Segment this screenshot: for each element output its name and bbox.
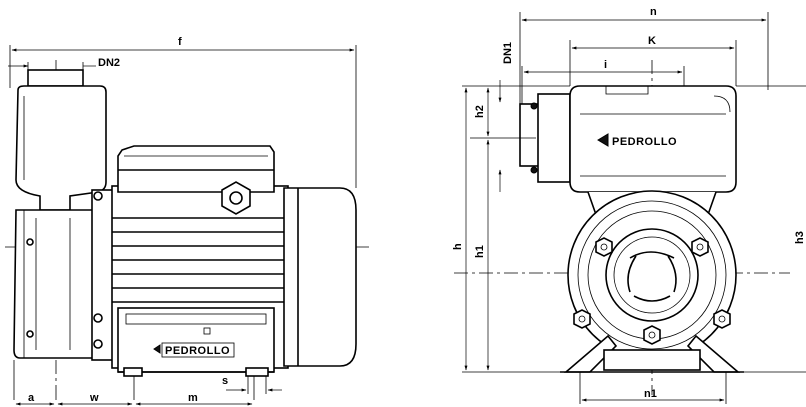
label-dn1: DN1 [502, 42, 514, 64]
front-brand-text: PEDROLLO [612, 136, 677, 148]
impeller-vanes [627, 251, 677, 302]
front-brand-badge: PEDROLLO [597, 133, 677, 148]
outlet-neck [27, 69, 84, 87]
front-view: PEDROLLO [452, 6, 806, 404]
label-a: a [28, 392, 35, 404]
side-view: PEDROLLO f DN2 a w m s [5, 36, 372, 406]
motor-foot [117, 307, 275, 373]
casing-bolts [573, 237, 731, 345]
inlet-flange [537, 93, 571, 183]
fan-cover [283, 187, 357, 367]
flange [91, 189, 115, 361]
inlet-pipe [519, 103, 541, 167]
label-k: K [648, 35, 656, 47]
label-dn2: DN2 [98, 57, 120, 69]
label-h: h [452, 243, 464, 250]
label-n1: n1 [644, 388, 657, 400]
cooling-fins [112, 217, 286, 303]
pump-head [15, 85, 107, 211]
label-w: w [89, 392, 99, 404]
pump-top-block [569, 85, 737, 193]
label-s: s [222, 375, 228, 387]
side-brand-text: PEDROLLO [165, 345, 230, 357]
label-h2: h2 [474, 105, 486, 118]
label-h3: h3 [794, 231, 806, 244]
label-h1: h1 [474, 245, 486, 258]
label-n: n [650, 6, 657, 18]
label-f: f [178, 36, 182, 48]
side-brand-badge: PEDROLLO [153, 342, 235, 358]
label-i: i [604, 59, 607, 71]
terminal-box [117, 145, 275, 193]
pump-body [13, 209, 97, 359]
impeller-eye [605, 228, 699, 322]
label-m: m [188, 392, 198, 404]
